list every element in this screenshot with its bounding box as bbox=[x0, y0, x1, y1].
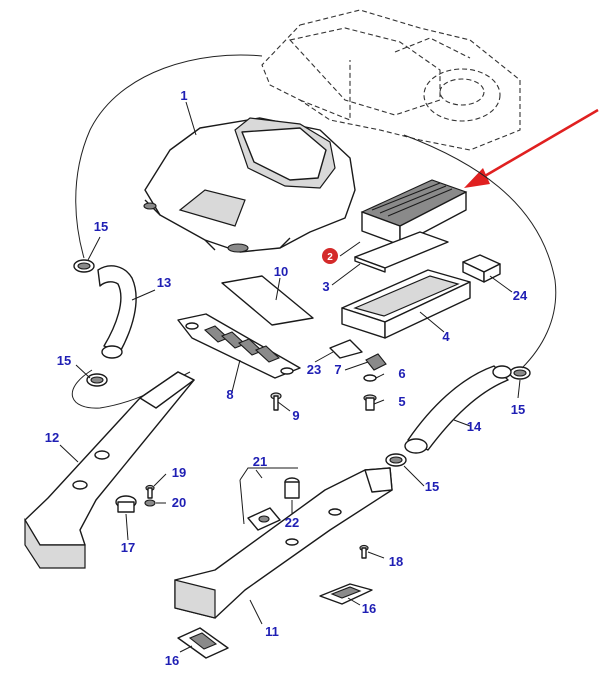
callout-7: 7 bbox=[334, 362, 341, 377]
part-16-clip bbox=[319, 583, 373, 605]
callout-24: 24 bbox=[513, 288, 528, 303]
part-16-clip bbox=[177, 627, 229, 659]
callout-18: 18 bbox=[389, 554, 403, 569]
callout-13: 13 bbox=[157, 275, 171, 290]
callout-10: 10 bbox=[274, 264, 288, 279]
part-23-bracket bbox=[329, 339, 363, 359]
callout-11: 11 bbox=[265, 624, 279, 639]
callout-21: 21 bbox=[253, 454, 267, 469]
part-12-duct-left bbox=[24, 371, 195, 569]
part-9-screw bbox=[270, 392, 282, 411]
part-6-washer bbox=[363, 374, 377, 382]
part-15-clamp bbox=[509, 366, 531, 380]
callout-20: 20 bbox=[172, 495, 186, 510]
callout-3: 3 bbox=[322, 279, 329, 294]
part-8-grille-plate bbox=[177, 313, 301, 379]
part-11-duct-right bbox=[174, 467, 393, 619]
part-18-screw bbox=[359, 544, 369, 559]
badge-label: 2 bbox=[327, 252, 333, 263]
callout-12: 12 bbox=[45, 430, 59, 445]
callout-16: 16 bbox=[165, 653, 179, 668]
callout-22: 22 bbox=[285, 515, 299, 530]
part-19-screw bbox=[145, 484, 155, 499]
part-1-housing-cover bbox=[143, 117, 356, 253]
callout-17: 17 bbox=[121, 540, 135, 555]
callout-9: 9 bbox=[292, 408, 299, 423]
part-15-clamp bbox=[86, 373, 108, 387]
part-2-air-filter bbox=[360, 179, 468, 246]
callout-15: 15 bbox=[94, 219, 108, 234]
callout-14: 14 bbox=[467, 419, 482, 434]
callout-15: 15 bbox=[425, 479, 439, 494]
part-17-grommet bbox=[115, 495, 137, 513]
part-5-bolt bbox=[363, 394, 377, 411]
part-15-clamp bbox=[73, 259, 95, 273]
leader-lines bbox=[59, 101, 521, 653]
part-24-clip bbox=[462, 254, 501, 283]
part-7-nut bbox=[365, 353, 387, 371]
part-3-filter-mat bbox=[354, 231, 449, 273]
callout-19: 19 bbox=[172, 465, 186, 480]
connecting-wires bbox=[71, 54, 557, 409]
highlight-badge-2: 2 bbox=[322, 248, 338, 264]
callout-15: 15 bbox=[511, 402, 525, 417]
part-21-gasket bbox=[239, 467, 298, 531]
red-pointer-arrow bbox=[464, 108, 599, 188]
part-4-filter-frame bbox=[341, 269, 471, 339]
callout-labels: 1 3 4 5 6 7 8 9 10 11 12 13 14 15 15 15 … bbox=[45, 88, 528, 668]
part-13-hose-left bbox=[97, 265, 137, 359]
callout-8: 8 bbox=[226, 387, 233, 402]
callout-23: 23 bbox=[307, 362, 321, 377]
part-14-hose-right bbox=[404, 365, 512, 454]
callout-15: 15 bbox=[57, 353, 71, 368]
callout-5: 5 bbox=[398, 394, 405, 409]
callout-6: 6 bbox=[398, 366, 405, 381]
callout-1: 1 bbox=[180, 88, 187, 103]
part-20-washer bbox=[144, 499, 156, 507]
part-15-clamp bbox=[385, 453, 407, 467]
callout-16: 16 bbox=[362, 601, 376, 616]
part-22-plug bbox=[284, 477, 300, 499]
hvac-unit-ghost-outline bbox=[261, 9, 521, 151]
part-10-seal-strip bbox=[221, 275, 314, 326]
callout-4: 4 bbox=[442, 329, 450, 344]
